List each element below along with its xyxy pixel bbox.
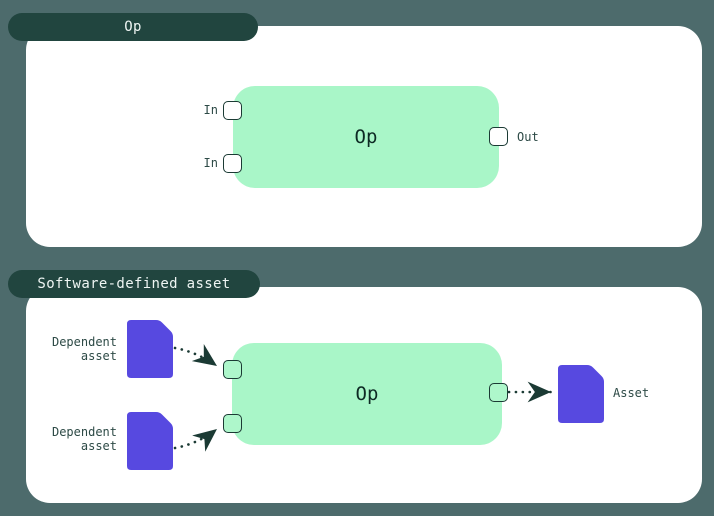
dependent-asset-document-icon [127, 412, 173, 470]
output-handle [489, 383, 508, 402]
dependency-arrow [173, 344, 219, 368]
input-handle [223, 414, 242, 433]
tab-sda-label: Software-defined asset [37, 276, 231, 292]
input-handle [223, 360, 242, 379]
input-label: In [203, 103, 218, 117]
dependency-arrows [173, 344, 553, 452]
asset-label: Asset [613, 386, 650, 400]
tab-op: Op [8, 13, 258, 41]
op-node: Op [232, 343, 502, 445]
input-label: In [203, 156, 218, 170]
software-defined-asset-panel: Dependent asset Dependent asset Op Asset [26, 287, 702, 503]
asset-document-icon [558, 365, 604, 423]
input-handle [223, 101, 242, 120]
dependency-arrow [173, 427, 219, 452]
dependent-asset-label: Dependent asset [51, 335, 117, 363]
op-node-label: Op [355, 383, 379, 405]
tab-op-label: Op [124, 19, 142, 35]
output-label: Out [517, 130, 539, 144]
op-panel: Op In In Out [26, 26, 702, 247]
tab-software-defined-asset: Software-defined asset [8, 270, 260, 298]
op-node: Op [233, 86, 499, 188]
dependent-asset-label: Dependent asset [51, 425, 117, 453]
op-node-label: Op [354, 126, 378, 148]
dependent-asset-document-icon [127, 320, 173, 378]
input-handle [223, 154, 242, 173]
output-handle [489, 127, 508, 146]
